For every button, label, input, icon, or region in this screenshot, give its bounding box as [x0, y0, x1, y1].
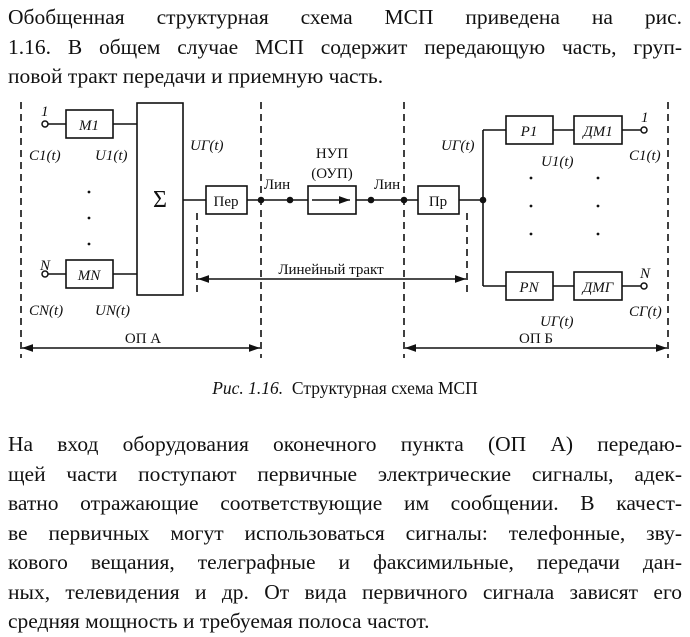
output-n-label: N — [639, 266, 651, 282]
input-1-terminal — [41, 120, 49, 128]
m1-label: M1 — [78, 118, 99, 134]
text-line: 1.16. В общем случае МСП содержит переда… — [8, 34, 682, 59]
output-1-label: 1 — [641, 110, 649, 126]
text-line: щей части поступают первичные электричес… — [8, 461, 682, 486]
body-paragraph: На вход оборудования оконечного пункта (… — [8, 430, 682, 637]
pn-label: PN — [518, 280, 539, 296]
structural-diagram: M1 MN Σ Пер НУП (ОУП) Пр P1 PN ДМ1 ДМГ 1… — [20, 102, 669, 358]
lin-left-label: Лин — [264, 177, 290, 193]
u1-label: U1(t) — [95, 148, 128, 164]
input-n-label: N — [39, 258, 51, 274]
text-line: ных, телевидения и др. От вида первичног… — [8, 579, 682, 604]
lin-right-label: Лин — [374, 177, 400, 193]
mn-label: MN — [77, 268, 101, 284]
op-a-label: ОП А — [125, 331, 161, 347]
nup-label: НУП — [316, 146, 348, 162]
p1-label: P1 — [520, 124, 538, 140]
op-b-label: ОП Б — [519, 331, 553, 347]
per-label: Пер — [214, 194, 239, 210]
input-n-terminal — [41, 270, 49, 278]
intro-paragraph: Обобщенная структурная схема МСП приведе… — [8, 3, 682, 92]
text-line: повой тракт передачи и приемную часть. — [8, 64, 384, 88]
text-line: На вход оборудования оконечного пункта (… — [8, 432, 682, 456]
linear-tract-label: Линейный тракт — [278, 262, 384, 278]
text-line: кового вещания, телеграфные и факсимильн… — [8, 550, 682, 574]
text-line: средняя мощность и требуемая полоса част… — [8, 609, 430, 633]
summator-block — [136, 102, 184, 296]
c1-out-label: C1(t) — [629, 148, 661, 164]
u1-out-label: U1(t) — [541, 154, 574, 170]
dm1-label: ДМ1 — [581, 124, 613, 140]
figure-caption: Рис. 1.16. Структурная схема МСП — [0, 378, 690, 399]
input-1-label: 1 — [41, 104, 49, 120]
ug-label-right: UГ(t) — [441, 138, 475, 154]
un-label: UN(t) — [95, 303, 130, 319]
text-line: ватно отражающие соответствующие им сооб… — [8, 491, 682, 515]
cg-out-label: CГ(t) — [629, 304, 662, 320]
ug-out-label: UГ(t) — [540, 314, 574, 330]
sum-label: Σ — [153, 187, 167, 213]
text-line: ве первичных могут использоваться сигнал… — [8, 520, 682, 545]
cn-label: CN(t) — [29, 303, 63, 319]
c1-label: C1(t) — [29, 148, 61, 164]
output-n-terminal — [640, 282, 648, 290]
dmg-label: ДМГ — [581, 280, 615, 296]
ug-label-left: UГ(t) — [190, 138, 224, 154]
oup-label: (ОУП) — [311, 166, 352, 182]
output-1-terminal — [640, 126, 648, 134]
caption-number: Рис. 1.16. — [212, 378, 284, 398]
caption-title: Структурная схема МСП — [291, 378, 478, 398]
text-line: Обобщенная структурная схема МСП приведе… — [8, 5, 682, 29]
pr-label: Пр — [429, 194, 447, 210]
